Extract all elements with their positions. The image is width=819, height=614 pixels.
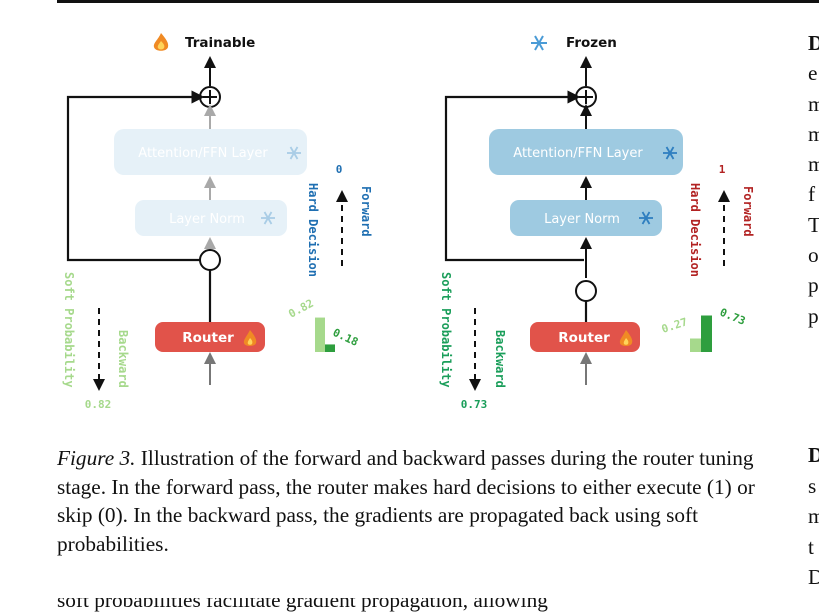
probability-bar bbox=[690, 338, 701, 352]
probability-bar bbox=[325, 344, 335, 352]
left-title: Trainable bbox=[153, 33, 255, 51]
left-router-box bbox=[155, 322, 265, 352]
right-hard-decision-label: Hard Decision bbox=[688, 183, 702, 277]
left-bar-value-b: 0.18 bbox=[331, 326, 361, 349]
left-soft-probability-label: Soft Probability bbox=[62, 272, 76, 388]
left-router-fire-icon bbox=[243, 330, 257, 346]
probability-bar bbox=[701, 315, 712, 352]
right-attention-snowflake-icon bbox=[663, 146, 677, 160]
right-column-line: D bbox=[808, 443, 819, 467]
right-column-line: p bbox=[808, 303, 819, 328]
right-forward-label: Forward bbox=[741, 186, 755, 237]
fire-icon bbox=[153, 33, 169, 51]
snowflake-icon bbox=[531, 35, 547, 51]
right-bar-value-b: 0.73 bbox=[718, 306, 747, 328]
left-forward-label: Forward bbox=[359, 186, 373, 237]
right-soft-probability-label: Soft Probability bbox=[439, 272, 453, 388]
left-attention-box bbox=[114, 129, 307, 175]
right-title: Frozen bbox=[531, 35, 617, 51]
left-norm-snowflake-icon bbox=[261, 211, 275, 225]
right-column-line: t bbox=[808, 534, 814, 559]
left-title-label: Trainable bbox=[185, 35, 255, 51]
right-gate-node bbox=[575, 280, 597, 302]
right-probability-bars bbox=[690, 315, 712, 352]
right-column-line: m bbox=[808, 504, 819, 528]
left-attention-label: Attention/FFN Layer bbox=[138, 146, 268, 161]
left-panel: Trainable Attention/FFN Layer Layer Norm bbox=[62, 33, 373, 411]
right-router-fire-icon bbox=[619, 330, 633, 346]
right-norm-box bbox=[510, 200, 662, 236]
right-column-line: p bbox=[808, 273, 819, 298]
right-panel: Frozen Attention/FFN Layer Layer Norm Ro… bbox=[439, 35, 755, 411]
right-router-box bbox=[530, 322, 640, 352]
right-backward-value: 0.73 bbox=[461, 398, 488, 411]
left-gate-node bbox=[199, 249, 221, 271]
left-norm-box bbox=[135, 200, 287, 236]
right-title-label: Frozen bbox=[566, 35, 617, 51]
left-attention-snowflake-icon bbox=[287, 146, 301, 160]
right-hard-decision-value: 1 bbox=[719, 163, 726, 176]
left-backward-label: Backward bbox=[116, 330, 130, 388]
figure-caption-label: Figure 3. bbox=[57, 446, 136, 470]
body-text-cut-line: soft probabilities facilitate gradient p… bbox=[57, 588, 548, 612]
probability-bar bbox=[315, 317, 325, 352]
right-backward-label: Backward bbox=[493, 330, 507, 388]
left-probability-bars bbox=[315, 317, 335, 352]
right-attention-label: Attention/FFN Layer bbox=[513, 146, 643, 161]
left-add-node bbox=[199, 86, 221, 108]
right-add-node bbox=[575, 86, 597, 108]
right-norm-label: Layer Norm bbox=[544, 212, 620, 227]
right-column-line: D bbox=[808, 565, 819, 589]
right-bar-value-a: 0.27 bbox=[660, 315, 689, 336]
right-column-line: o bbox=[808, 243, 819, 268]
left-hard-decision-label: Hard Decision bbox=[306, 183, 320, 277]
left-bar-value-a: 0.82 bbox=[286, 297, 316, 321]
right-router-label: Router bbox=[558, 330, 610, 346]
right-column-line: f bbox=[808, 182, 816, 207]
right-column-line: T bbox=[808, 212, 819, 237]
right-column-line: m bbox=[808, 121, 819, 146]
right-column-line: D bbox=[808, 31, 819, 55]
right-norm-snowflake-icon bbox=[639, 211, 653, 225]
right-column-line: e bbox=[808, 61, 818, 86]
router-tuning-diagram: Trainable Attention/FFN Layer Layer Norm bbox=[62, 33, 755, 411]
right-attention-box bbox=[489, 129, 683, 175]
figure-caption-text: Illustration of the forward and backward… bbox=[57, 446, 755, 556]
left-backward-value: 0.82 bbox=[85, 398, 112, 411]
left-router-label: Router bbox=[182, 330, 234, 346]
right-column-line: s bbox=[808, 473, 817, 498]
left-hard-decision-value: 0 bbox=[336, 163, 343, 176]
left-norm-label: Layer Norm bbox=[169, 212, 245, 227]
page-top-rule bbox=[57, 0, 819, 3]
right-column-line: m bbox=[808, 91, 819, 116]
figure-caption: Figure 3. Illustration of the forward an… bbox=[57, 444, 769, 558]
right-column-line: m bbox=[808, 152, 819, 177]
